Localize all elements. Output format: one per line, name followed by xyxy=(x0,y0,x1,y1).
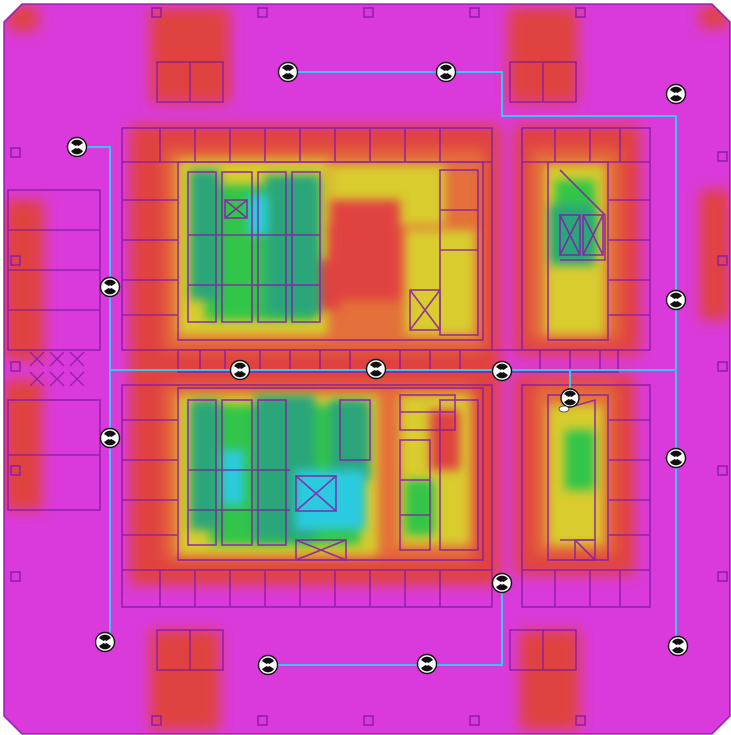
access-point-icon[interactable] xyxy=(94,631,116,653)
access-point-icon[interactable] xyxy=(257,654,279,676)
access-point-icon[interactable] xyxy=(416,653,438,675)
structural-columns xyxy=(10,7,728,726)
access-point-icon[interactable] xyxy=(665,83,687,105)
cable-run-bottom xyxy=(268,583,503,666)
access-point-icon[interactable] xyxy=(435,61,457,83)
access-point-icon[interactable] xyxy=(665,447,687,469)
access-point-icon[interactable] xyxy=(665,289,687,311)
access-point-icon[interactable] xyxy=(99,427,121,449)
cable-run-left xyxy=(77,146,111,640)
access-point-icon[interactable] xyxy=(365,358,387,380)
cable-run-top xyxy=(288,71,677,646)
access-point-icon[interactable] xyxy=(229,359,251,381)
signal-heat-layer xyxy=(4,6,730,730)
floor-plan-walls xyxy=(3,3,731,735)
access-point-icon[interactable] xyxy=(66,136,88,158)
access-point-layer xyxy=(66,61,689,676)
cable-runs xyxy=(77,71,677,666)
access-point-icon[interactable] xyxy=(558,388,580,413)
access-point-icon[interactable] xyxy=(491,572,513,594)
access-point-icon[interactable] xyxy=(667,635,689,657)
access-point-icon[interactable] xyxy=(491,360,513,382)
access-point-icon[interactable] xyxy=(99,276,121,298)
selected-ap-indicator xyxy=(558,405,570,413)
access-point-icon[interactable] xyxy=(277,61,299,83)
